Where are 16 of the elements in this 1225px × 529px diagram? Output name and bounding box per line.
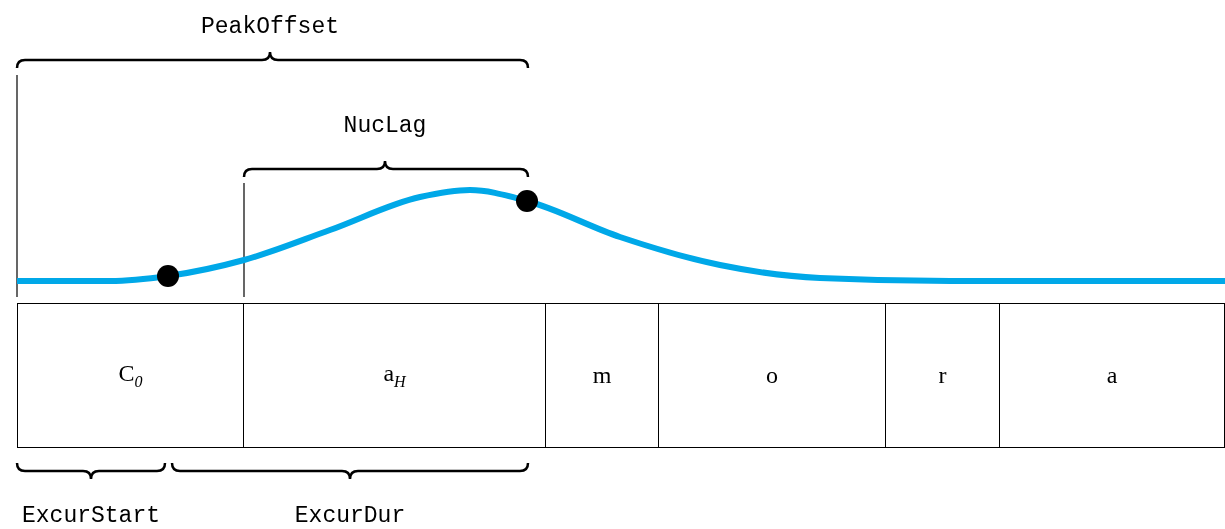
table-cell [243, 303, 546, 448]
table-cell [545, 303, 659, 448]
table-cell [885, 303, 1000, 448]
table-cell [658, 303, 886, 448]
brace-label: NucLag [343, 113, 427, 139]
cell-text: a$_{H}$ [383, 360, 406, 391]
table-cell [17, 303, 244, 448]
cell-text: a [1106, 362, 1118, 389]
cell-text: C$_{0}$ [118, 360, 143, 391]
brace-label: ExcurDur [294, 503, 406, 529]
table-cell [999, 303, 1225, 448]
cell-text: r [938, 362, 947, 389]
brace-label: PeakOffset [201, 14, 339, 40]
brace-label: ExcurStart [22, 503, 160, 529]
cell-text: o [766, 362, 778, 389]
cell-text: m [592, 362, 612, 389]
